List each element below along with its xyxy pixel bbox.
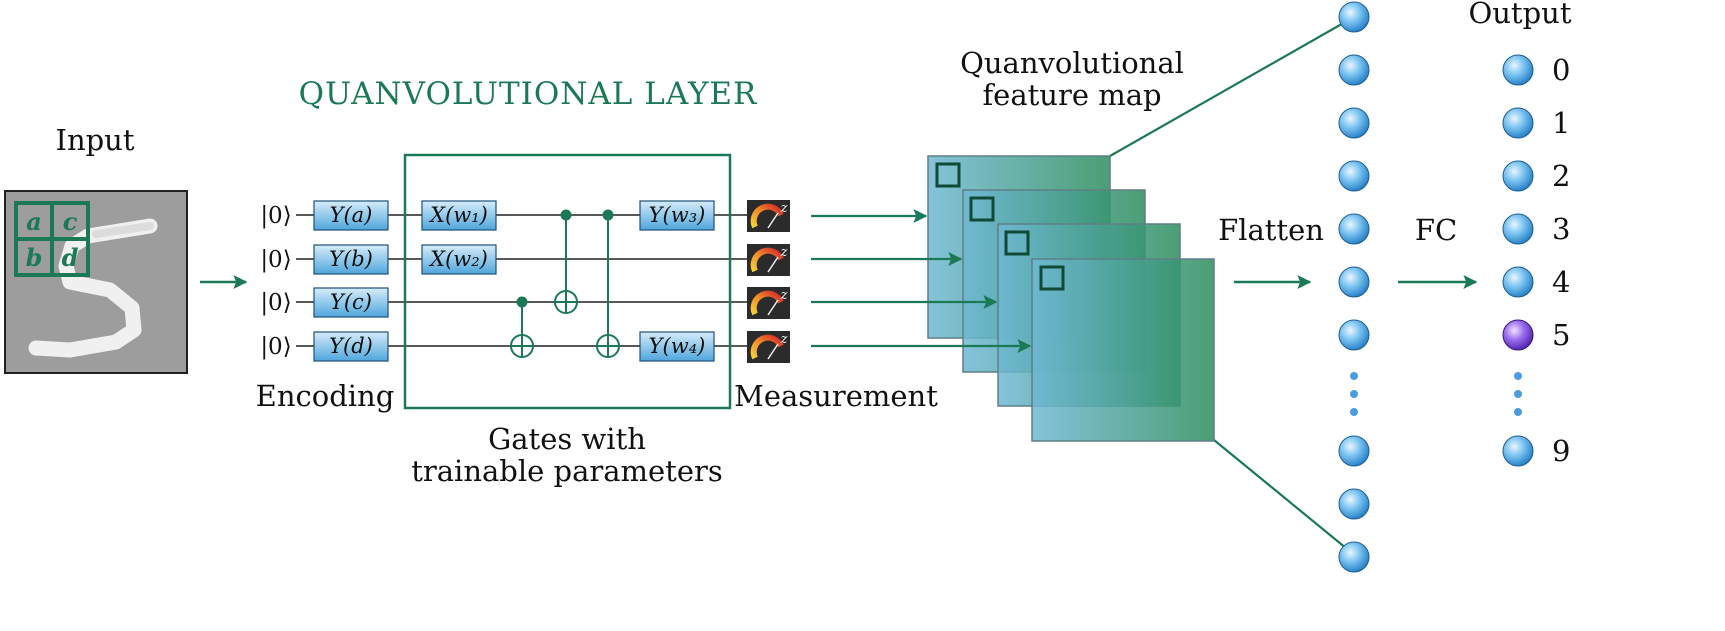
measurement-arrows — [811, 209, 1032, 353]
output-node-0 — [1502, 54, 1534, 86]
svg-text:z: z — [780, 332, 788, 347]
mnist-digit-image — [4, 190, 188, 374]
output-class-9: 9 — [1552, 434, 1570, 468]
qubit-0-ket: |0⟩ — [260, 203, 291, 229]
flatten-section: Flatten — [1218, 1, 1370, 573]
encoding-gates: Y(a) Y(b) Y(c) Y(d) — [313, 200, 389, 362]
feature-map-label-line1: Quanvolutional — [960, 46, 1184, 80]
flattened-node — [1338, 54, 1370, 86]
output-class-0: 0 — [1552, 53, 1570, 87]
svg-text:z: z — [780, 201, 788, 216]
ellipsis-dot — [1350, 372, 1358, 380]
input-label: Input — [55, 123, 134, 157]
svg-text:z: z — [780, 245, 788, 260]
meter-icon: z — [747, 244, 790, 276]
grid-letter-a: a — [26, 207, 42, 236]
ellipsis-dot — [1350, 390, 1358, 398]
trainable-gates: X(w₁) X(w₂) Y(w₃) Y(w₄) — [421, 200, 715, 362]
qubit-2-ket: |0⟩ — [260, 290, 291, 316]
output-class-5: 5 — [1552, 318, 1570, 352]
gates-caption-line2: trainable parameters — [411, 454, 723, 488]
flattened-node — [1338, 1, 1370, 33]
input-section: Input a c b d — [4, 123, 248, 374]
ellipsis-dot — [1350, 408, 1358, 416]
flattened-node — [1338, 266, 1370, 298]
measurement-label: Measurement — [734, 379, 938, 413]
flatten-label: Flatten — [1218, 213, 1324, 247]
flatten-connector-top — [1109, 16, 1355, 157]
ellipsis-dot — [1514, 372, 1522, 380]
output-label: Output — [1468, 0, 1571, 30]
output-node-2 — [1502, 160, 1534, 192]
ellipsis-dot — [1514, 408, 1522, 416]
flatten-connector-bottom — [1213, 439, 1353, 554]
output-class-1: 1 — [1552, 106, 1570, 140]
flattened-node — [1338, 107, 1370, 139]
feature-map-stack — [927, 155, 1215, 442]
output-node-1 — [1502, 107, 1534, 139]
patch-grid: a c b d — [14, 201, 90, 277]
qubit-1-ket: |0⟩ — [260, 247, 291, 273]
flattened-node — [1338, 541, 1370, 573]
gate-x-w1: X(w₁) — [428, 203, 488, 227]
feature-map-section: Quanvolutional feature map — [811, 16, 1355, 554]
flattened-node — [1338, 213, 1370, 245]
grid-letter-d: d — [62, 243, 79, 272]
quanv-layer-title: QUANVOLUTIONAL LAYER — [299, 76, 758, 112]
cnot-c0-t2 — [554, 209, 578, 314]
encoding-gate-c: Y(c) — [330, 290, 372, 314]
ellipsis-dot — [1514, 390, 1522, 398]
encoding-gate-b: Y(b) — [329, 247, 373, 271]
output-node-9 — [1502, 435, 1534, 467]
measurement-meters: z z z z — [747, 200, 790, 363]
svg-text:z: z — [780, 288, 788, 303]
trainable-gates-box — [403, 153, 732, 410]
output-section: FC Output 0 1 2 3 4 5 9 — [1398, 0, 1572, 468]
flattened-node — [1338, 160, 1370, 192]
grid-letter-b: b — [26, 243, 43, 272]
flattened-node — [1338, 435, 1370, 467]
gate-x-w2: X(w₂) — [428, 247, 488, 271]
gate-y-w3: Y(w₃) — [649, 203, 706, 227]
flattened-node — [1338, 319, 1370, 351]
encoding-gate-d: Y(d) — [329, 334, 373, 358]
meter-icon: z — [747, 200, 790, 232]
gates-caption-line1: Gates with — [488, 422, 646, 456]
output-node-3 — [1502, 213, 1534, 245]
quanvolutional-layer: QUANVOLUTIONAL LAYER |0⟩ |0⟩ |0⟩ |0⟩ Y(a… — [256, 76, 939, 488]
meter-icon: z — [747, 331, 790, 363]
meter-icon: z — [747, 287, 790, 319]
cnot-c2-t3 — [510, 296, 534, 358]
gate-y-w4: Y(w₄) — [649, 334, 706, 358]
encoding-gate-a: Y(a) — [330, 203, 373, 227]
output-class-2: 2 — [1552, 159, 1570, 193]
grid-letter-c: c — [63, 207, 78, 236]
cnot-gates — [510, 209, 620, 358]
output-class-4: 4 — [1552, 265, 1570, 299]
fc-label: FC — [1415, 213, 1457, 247]
feature-map-4 — [1031, 258, 1215, 442]
feature-map-label-line2: feature map — [982, 78, 1161, 112]
output-class-3: 3 — [1552, 212, 1570, 246]
encoding-label: Encoding — [256, 379, 395, 413]
output-node-5-highlighted — [1502, 319, 1534, 351]
cnot-c0-t3 — [596, 209, 620, 358]
qubit-3-ket: |0⟩ — [260, 334, 291, 360]
output-node-4 — [1502, 266, 1534, 298]
output-nodes: 0 1 2 3 4 5 9 — [1502, 53, 1570, 468]
flattened-node — [1338, 488, 1370, 520]
flattened-column — [1338, 1, 1370, 573]
